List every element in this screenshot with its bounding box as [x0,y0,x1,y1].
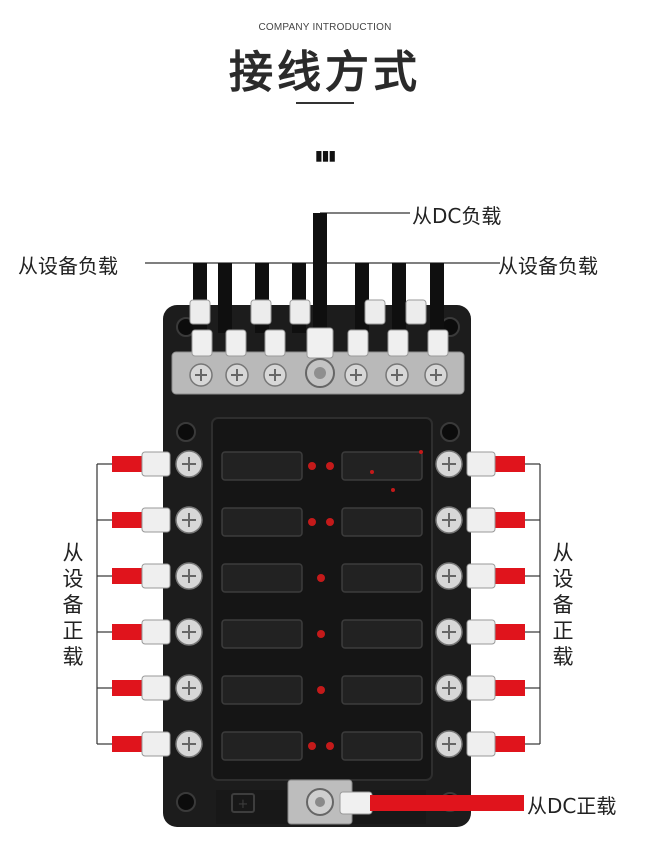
negative-wires [193,213,444,333]
device-positive-label-right: 从设备正载 [552,541,574,669]
svg-text:+: + [238,797,249,812]
dc-negative-label: 从DC负载 [412,204,502,228]
indicator-leds [308,450,423,750]
right-positive-lugs [466,451,496,757]
page-title: 接线方式 [229,47,421,98]
title-underline [296,102,354,104]
dc-positive-lug [339,791,373,815]
device-negative-label-left: 从设备负载 [18,254,118,278]
decorative-mark: ▮▮▮ [314,148,336,164]
right-positive-wires [493,456,525,752]
dc-positive-label: 从DC正载 [527,794,617,818]
dc-negative-lug [306,327,334,359]
terminal-screw-slots [182,457,456,751]
section-subtitle: COMPANY INTRODUCTION [258,22,392,33]
fuse-slots [221,451,423,761]
bus-bar-screw-slots [195,369,442,381]
left-positive-wires [112,456,144,752]
negative-lugs-upper [189,299,427,325]
device-negative-label-right: 从设备负载 [498,254,598,278]
left-positive-lugs [141,451,171,757]
negative-lugs-lower [191,329,449,357]
device-positive-label-left: 从设备正载 [62,541,84,669]
dc-positive-wire [370,795,524,811]
